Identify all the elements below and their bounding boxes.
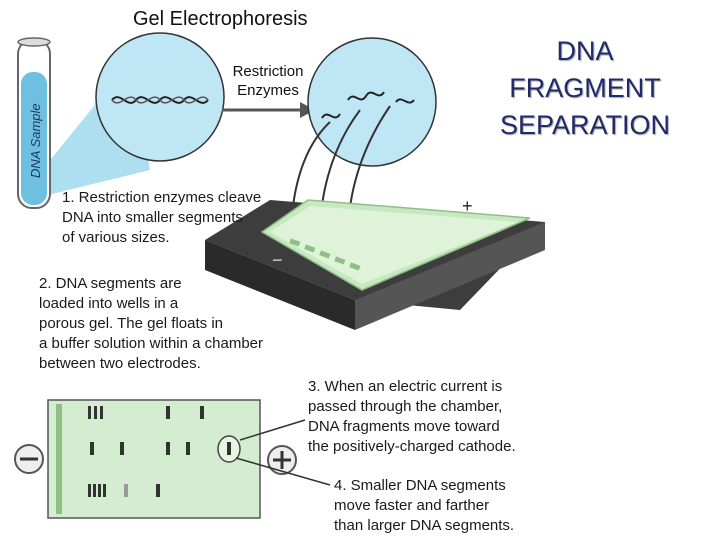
step-1-text: 1. Restriction enzymes cleave DNA into s… — [62, 189, 262, 246]
cut-dna-circle — [307, 37, 437, 167]
dna-fragment-icon — [321, 113, 341, 119]
diagram-title: Gel Electrophoresis — [133, 8, 308, 30]
tube-label: DNA Sample — [28, 103, 43, 178]
step3-pointer — [239, 419, 306, 441]
step-4-text: 4. Smaller DNA segments move faster and … — [334, 477, 515, 534]
enzyme-label: Restriction Enzymes — [232, 63, 304, 99]
chamber-plus-icon: + — [462, 196, 473, 216]
step4-pointer — [235, 457, 331, 486]
test-tube-icon: DNA Sample — [17, 37, 51, 209]
uncut-dna-circle — [95, 32, 225, 162]
restriction-arrow-icon — [222, 102, 315, 118]
dna-bands — [88, 406, 204, 497]
step-3-text: 3. When an electric current is passed th… — [308, 378, 516, 455]
side-title: DNA FRAGMENT SEPARATION — [499, 36, 671, 140]
minus-electrode-icon — [14, 444, 44, 474]
gel-chamber: − + — [205, 196, 545, 330]
step-2-text: 2. DNA segments are loaded into wells in… — [39, 275, 264, 372]
gel-result-panel — [47, 399, 261, 519]
chamber-minus-icon: − — [272, 250, 283, 270]
plus-electrode-icon — [267, 445, 297, 475]
